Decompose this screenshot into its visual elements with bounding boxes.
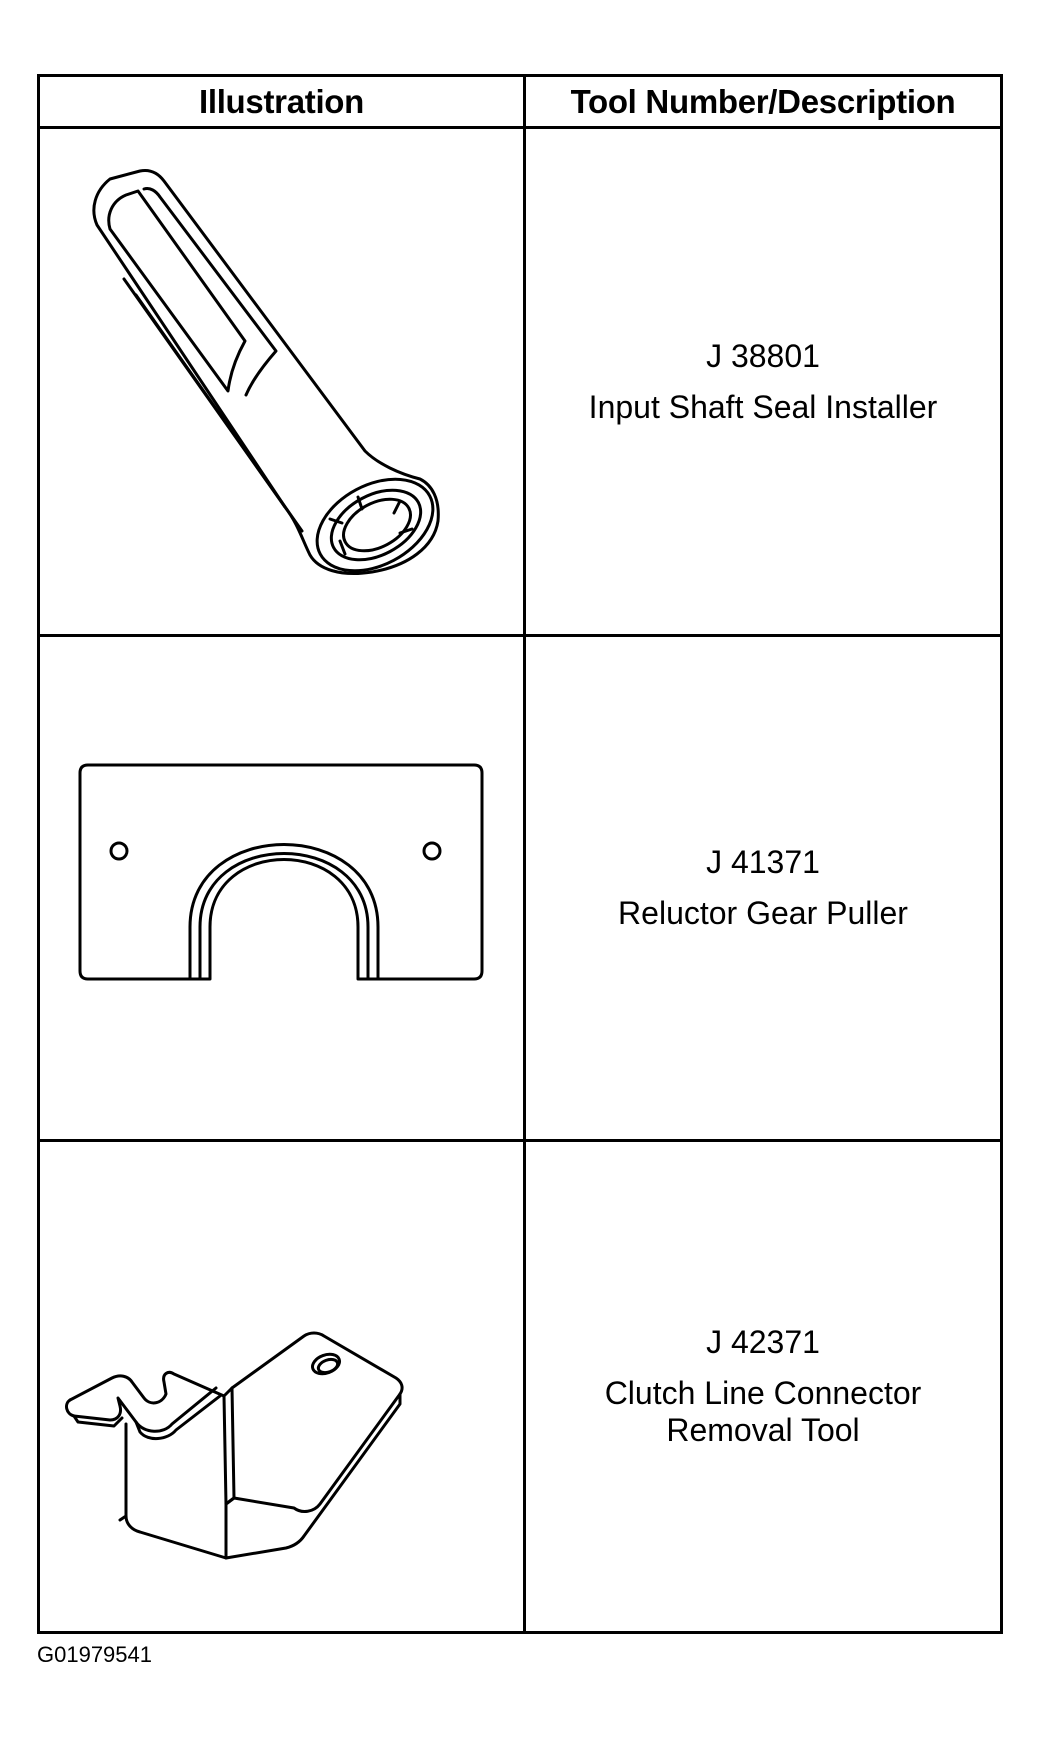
table-header-row: Illustration Tool Number/Description [40,77,1000,129]
connector-removal-tool-icon [65,1331,404,1560]
gear-puller-icon [78,763,484,981]
figure-id: G01979541 [37,1642,152,1667]
tool-number: J 41371 [706,844,820,881]
illustration-cell [40,129,523,634]
table-row: J 38801 Input Shaft Seal Installer [40,129,1000,637]
table-row: J 42371 Clutch Line Connector Removal To… [40,1142,1000,1631]
tool-description: Reluctor Gear Puller [618,895,908,931]
seal-installer-icon [92,169,440,575]
description-cell: J 41371 Reluctor Gear Puller [526,637,1000,1139]
description-cell: J 38801 Input Shaft Seal Installer [526,129,1000,634]
tool-description: Input Shaft Seal Installer [588,388,938,425]
table-row: J 41371 Reluctor Gear Puller [40,637,1000,1142]
column-divider [523,77,526,1631]
tool-number: J 42371 [706,1324,820,1361]
illustration-cell [40,1142,523,1631]
illustration-cell [40,637,523,1139]
description-cell: J 42371 Clutch Line Connector Removal To… [526,1142,1000,1631]
tool-number: J 38801 [706,337,820,374]
tool-description: Clutch Line Connector Removal Tool [604,1375,922,1448]
tool-table: Illustration Tool Number/Description [37,74,1003,1634]
header-illustration: Illustration [198,82,365,120]
header-tool-description: Tool Number/Description [570,82,956,120]
